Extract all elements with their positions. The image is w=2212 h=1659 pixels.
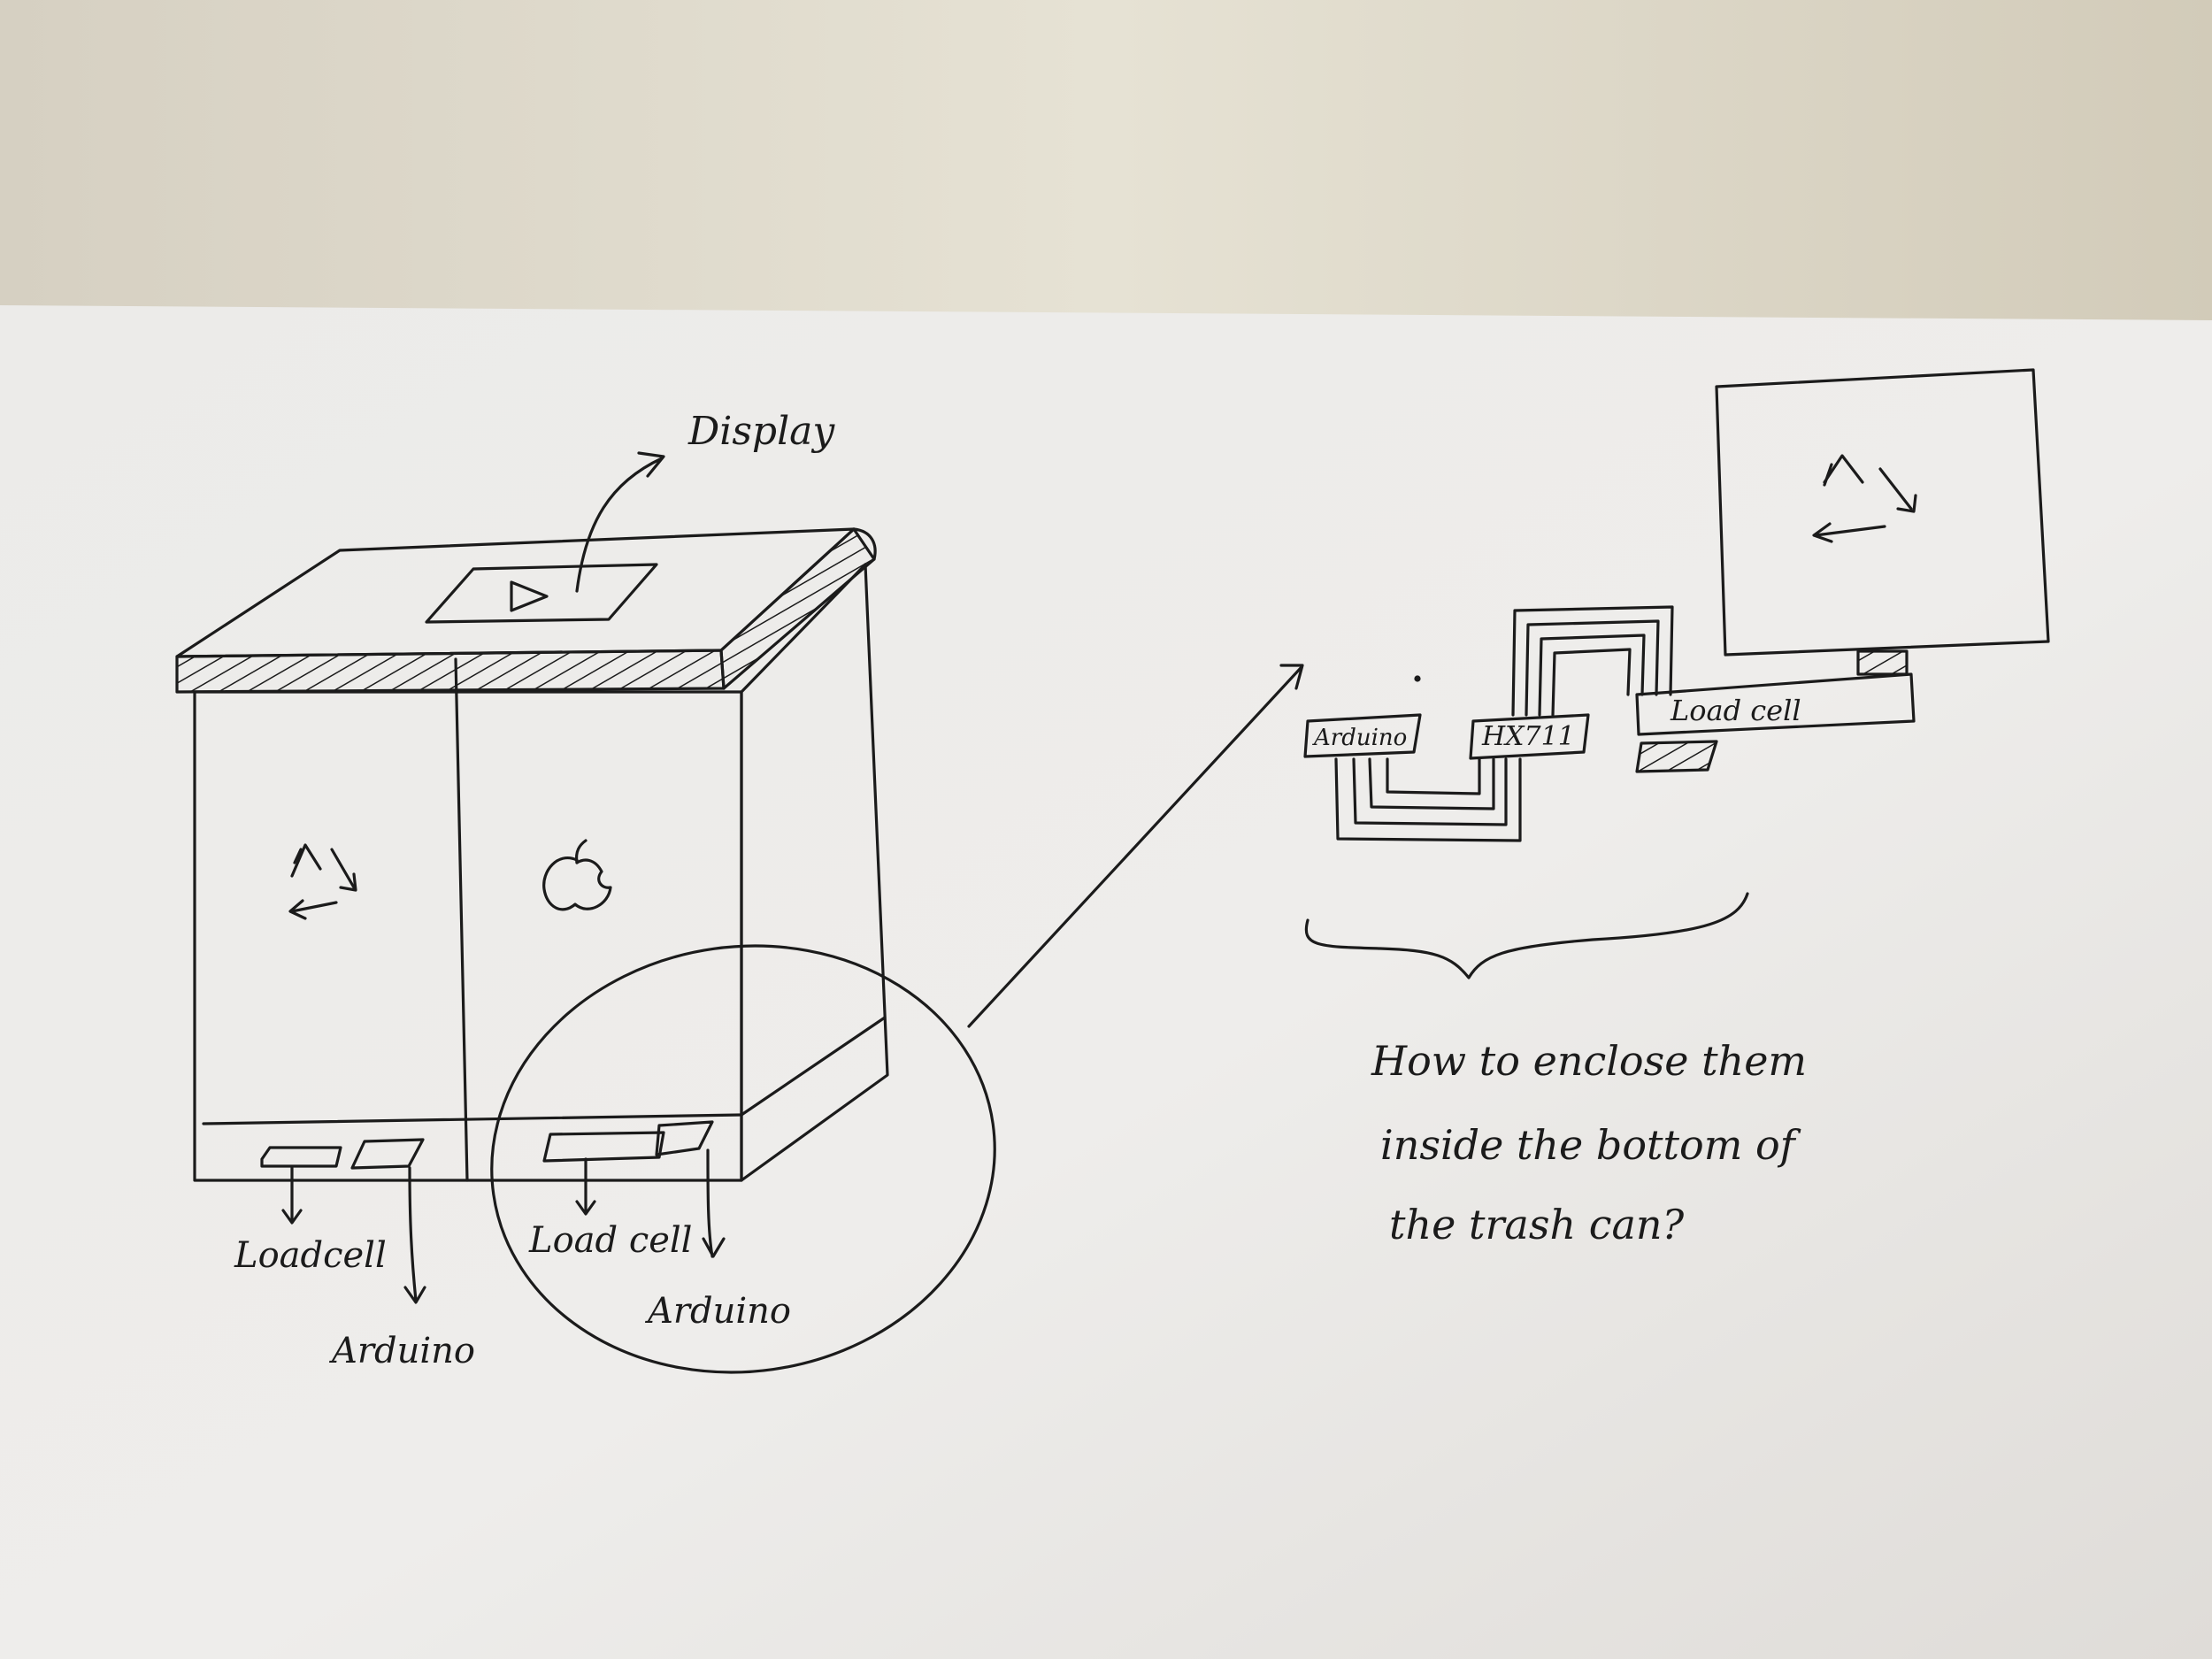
trash-can-drawing — [175, 451, 1304, 1374]
detail-loadcell-label: Load cell — [1670, 694, 1801, 727]
left-loadcell-block — [260, 1146, 342, 1168]
right-loadcell-block — [542, 1131, 665, 1163]
grouping-brace — [1304, 892, 1749, 979]
detail-drawing — [1303, 368, 2050, 979]
bin-divider — [454, 657, 469, 1182]
apple-icon — [542, 839, 612, 911]
arduino-left-label: Arduino — [328, 1331, 475, 1371]
detail-hx711-label: HX711 — [1481, 721, 1575, 752]
detail-arrow — [967, 666, 1302, 1028]
detail-loadcell-beam — [1635, 672, 1916, 736]
detail-hx711-box — [1469, 713, 1590, 760]
question-line-3: the trash can? — [1389, 1201, 1685, 1248]
detail-display-box — [1715, 368, 2050, 657]
detail-recycle-icon — [1812, 454, 1917, 543]
question-line-1: How to enclose them — [1371, 1037, 1807, 1085]
detail-arduino-box — [1303, 713, 1422, 758]
lid-rim-front — [175, 649, 726, 694]
paper-sheet — [0, 305, 2212, 1659]
play-icon — [510, 580, 549, 612]
left-arduino-block — [350, 1138, 425, 1170]
bin-side-face — [740, 563, 889, 1182]
right-arduino-block — [655, 1120, 714, 1156]
loadcell-left-label: Loadcell — [234, 1235, 387, 1276]
highlight-circle — [490, 944, 996, 1374]
display-label: Display — [687, 409, 835, 454]
arduino-right-label: Arduino — [644, 1291, 791, 1332]
detail-arduino-label: Arduino — [1312, 725, 1407, 751]
display-arrow — [575, 457, 664, 593]
recycle-icon — [288, 843, 357, 920]
loadcell-right-label: Load cell — [528, 1220, 692, 1261]
lid-display-screen — [425, 563, 658, 624]
question-line-2: inside the bottom of — [1380, 1121, 1801, 1169]
